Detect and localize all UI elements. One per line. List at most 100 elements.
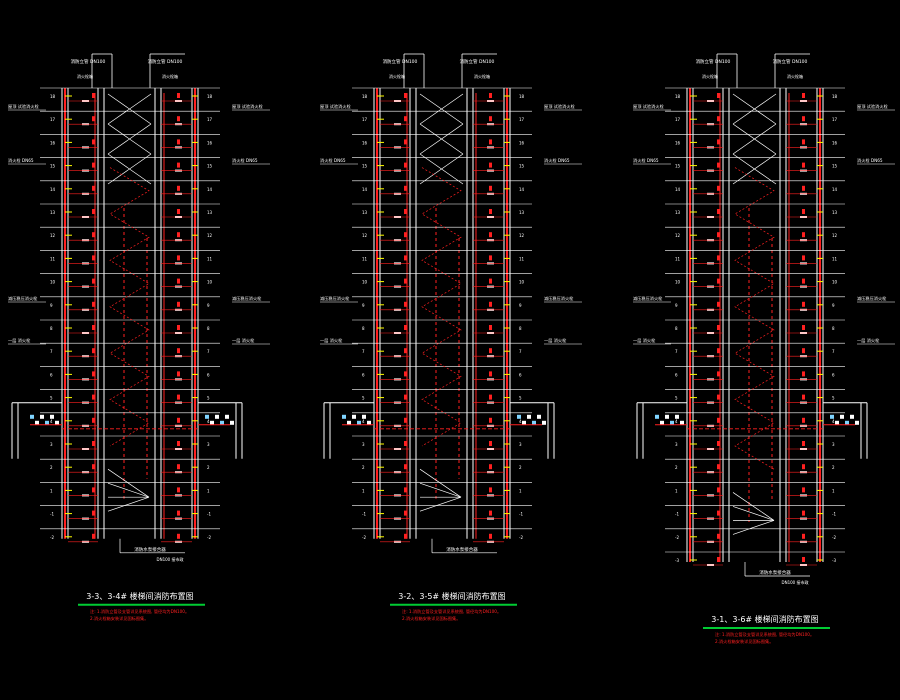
stair-cross-b xyxy=(107,153,152,185)
hydrant-mark-right xyxy=(489,278,492,284)
floor-label-right: 11 xyxy=(207,256,213,261)
floor-label-right: 17 xyxy=(519,117,525,122)
hydrant-mark-right xyxy=(489,464,492,470)
floor-label-left: -2 xyxy=(50,535,54,540)
floor-label-right: 14 xyxy=(207,187,213,192)
hydrant-mark-right xyxy=(177,139,180,145)
side-callout-right-3: 减压稳压消火栓 xyxy=(857,295,887,302)
side-callout-right-1: 屋顶 试验消火栓 xyxy=(232,103,263,110)
floor-label-left: 18 xyxy=(50,94,56,99)
hydrant-mark-right xyxy=(802,301,805,307)
stair-fan xyxy=(107,496,150,512)
hydrant-mark-right xyxy=(177,533,180,539)
floor-label-right: 4 xyxy=(832,419,835,424)
stair-fan xyxy=(419,468,462,498)
floor-label-left: -3 xyxy=(675,558,679,563)
hydrant-mark-left xyxy=(404,209,407,214)
stair-fan xyxy=(732,520,775,535)
floor-label-right: 7 xyxy=(519,349,522,354)
hydrant-mark-left xyxy=(92,162,95,168)
stair-fan xyxy=(419,482,462,498)
floor-label-left: 18 xyxy=(675,94,681,99)
floor-label-left: 13 xyxy=(362,210,368,215)
hydrant-mark-right xyxy=(177,162,180,168)
stair-fan xyxy=(107,468,150,498)
bottom-label: 消防水泵接合器 xyxy=(446,546,478,553)
side-callout-left-1: 屋顶 试验消火栓 xyxy=(8,103,39,110)
floor-label-right: 10 xyxy=(519,280,525,285)
hydrant-mark-right xyxy=(489,417,492,423)
floor-label-left: 15 xyxy=(675,164,681,169)
hydrant-mark-right xyxy=(489,325,492,330)
pump-connector-block-left xyxy=(30,414,34,419)
floor-label-right: 4 xyxy=(519,419,522,424)
hydrant-mark-left xyxy=(404,139,407,145)
hydrant-mark-right xyxy=(802,533,805,539)
hydrant-mark-left xyxy=(717,394,720,400)
floor-label-left: -1 xyxy=(50,512,54,517)
hydrant-mark-right xyxy=(177,255,180,261)
stair-cross-b xyxy=(107,123,152,155)
hydrant-callout-right: 消火栓箱 xyxy=(474,73,490,79)
hydrant-mark-left xyxy=(92,139,95,145)
side-callout-left-3: 减压稳压消火栓 xyxy=(320,295,350,302)
floor-label-right: 6 xyxy=(519,372,522,377)
hydrant-mark-right xyxy=(802,417,805,423)
pump-connector-block-left xyxy=(680,420,684,425)
side-callout-right-4: 一层 消火栓 xyxy=(857,337,880,344)
floor-label-left: 2 xyxy=(675,465,678,470)
floor-label-left: 6 xyxy=(675,372,678,377)
hydrant-mark-left xyxy=(92,325,95,330)
hydrant-mark-right xyxy=(489,533,492,539)
bottom-label: 消防水泵接合器 xyxy=(759,569,791,576)
hydrant-mark-left xyxy=(717,301,720,307)
floor-label-right: 9 xyxy=(832,303,835,308)
side-callout-right-3: 减压稳压消火栓 xyxy=(232,295,262,302)
floor-label-right: 6 xyxy=(832,372,835,377)
hydrant-callout-left: 消火栓箱 xyxy=(389,73,405,79)
pump-connector-block-right xyxy=(522,420,526,425)
hydrant-mark-right xyxy=(489,232,492,238)
note-line-2: 2.消火栓箱安装详见国标图集。 xyxy=(402,615,460,622)
drawing-caption: 3-1、3-6# 楼梯间消防布置图 xyxy=(711,614,818,624)
hydrant-mark-left xyxy=(92,394,95,400)
floor-label-left: 1 xyxy=(50,488,53,493)
pump-connector-block-right xyxy=(230,420,234,425)
floor-label-right: 16 xyxy=(519,140,525,145)
hydrant-mark-left xyxy=(404,232,407,238)
floor-label-left: 4 xyxy=(50,419,53,424)
hydrant-mark-left xyxy=(404,464,407,470)
stair-cross-b xyxy=(107,93,152,125)
floor-label-left: 4 xyxy=(362,419,365,424)
hydrant-mark-left xyxy=(404,301,407,307)
floor-label-left: 16 xyxy=(50,140,56,145)
floor-label-right: 7 xyxy=(207,349,210,354)
hydrant-mark-left xyxy=(404,487,407,493)
stair-cross-b xyxy=(419,153,464,185)
hydrant-mark-right xyxy=(177,394,180,400)
floor-label-right: 12 xyxy=(207,233,213,238)
floor-label-left: -1 xyxy=(362,512,366,517)
pump-connector-block-left xyxy=(660,420,664,425)
hydrant-mark-right xyxy=(177,371,180,377)
floor-label-left: 3 xyxy=(50,442,53,447)
floor-label-left: 12 xyxy=(50,233,56,238)
hydrant-mark-left xyxy=(92,371,95,377)
stair-fan xyxy=(732,492,775,521)
floor-label-left: 16 xyxy=(362,140,368,145)
drawing-caption: 3-3、3-4# 楼梯间消防布置图 xyxy=(86,591,193,601)
floor-label-right: 9 xyxy=(519,303,522,308)
floor-label-left: 1 xyxy=(675,488,678,493)
hydrant-mark-right xyxy=(177,116,180,122)
hydrant-mark-left xyxy=(92,487,95,493)
pump-connector-block-right xyxy=(532,420,536,425)
floor-label-right: 10 xyxy=(207,280,213,285)
floor-label-right: -1 xyxy=(519,512,523,517)
side-callout-left-4: 一层 消火栓 xyxy=(633,337,656,344)
floor-label-left: 8 xyxy=(675,326,678,331)
note-line-2: 2.消火栓箱安装详见国标图集。 xyxy=(90,615,148,622)
hydrant-mark-left xyxy=(717,255,720,261)
floor-label-right: 14 xyxy=(519,187,525,192)
